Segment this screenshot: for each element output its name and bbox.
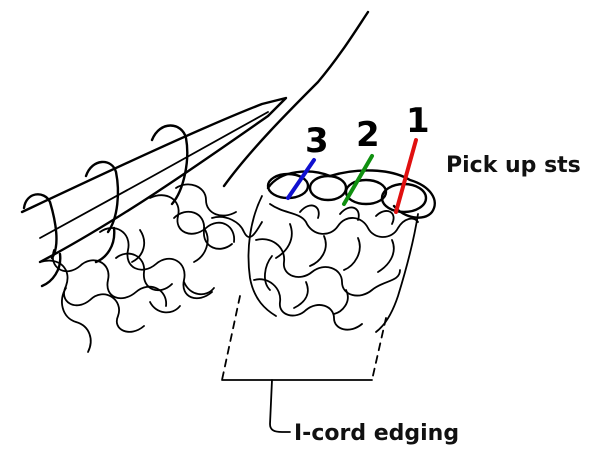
marker-3-number: 3 — [305, 121, 329, 161]
marker-1-line — [394, 138, 418, 214]
picked-up-column — [247, 195, 419, 333]
marker-2-line — [342, 154, 374, 206]
knitted-fabric — [39, 183, 263, 353]
pick-up-sts-label: Pick up sts — [446, 153, 581, 178]
working-yarn — [222, 10, 370, 188]
marker-2-number: 2 — [356, 115, 380, 155]
knitting-needle — [20, 96, 288, 264]
icord-leader — [269, 379, 291, 433]
icord-region — [221, 295, 387, 381]
marker-3-line — [286, 158, 316, 200]
marker-1-number: 1 — [406, 101, 430, 141]
needle-stitch-loops — [22, 124, 189, 288]
icord-edging-label: I-cord edging — [294, 421, 459, 446]
